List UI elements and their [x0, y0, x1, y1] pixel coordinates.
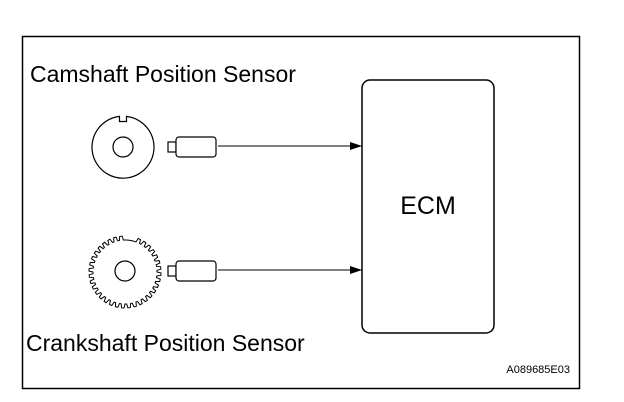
camshaft-sensor-icon	[167, 136, 217, 158]
crankshaft-sensor-label: Crankshaft Position Sensor	[26, 330, 305, 356]
camshaft-rotor-icon	[91, 115, 155, 179]
ecm-label: ECM	[400, 192, 456, 220]
ecm-box	[361, 79, 495, 334]
crankshaft-sensor-icon	[167, 260, 217, 282]
camshaft-sensor-label: Camshaft Position Sensor	[30, 61, 296, 87]
figure-frame	[21, 35, 581, 390]
figure-code: A089685E03	[506, 364, 570, 376]
crankshaft-rotor-icon	[88, 235, 162, 309]
